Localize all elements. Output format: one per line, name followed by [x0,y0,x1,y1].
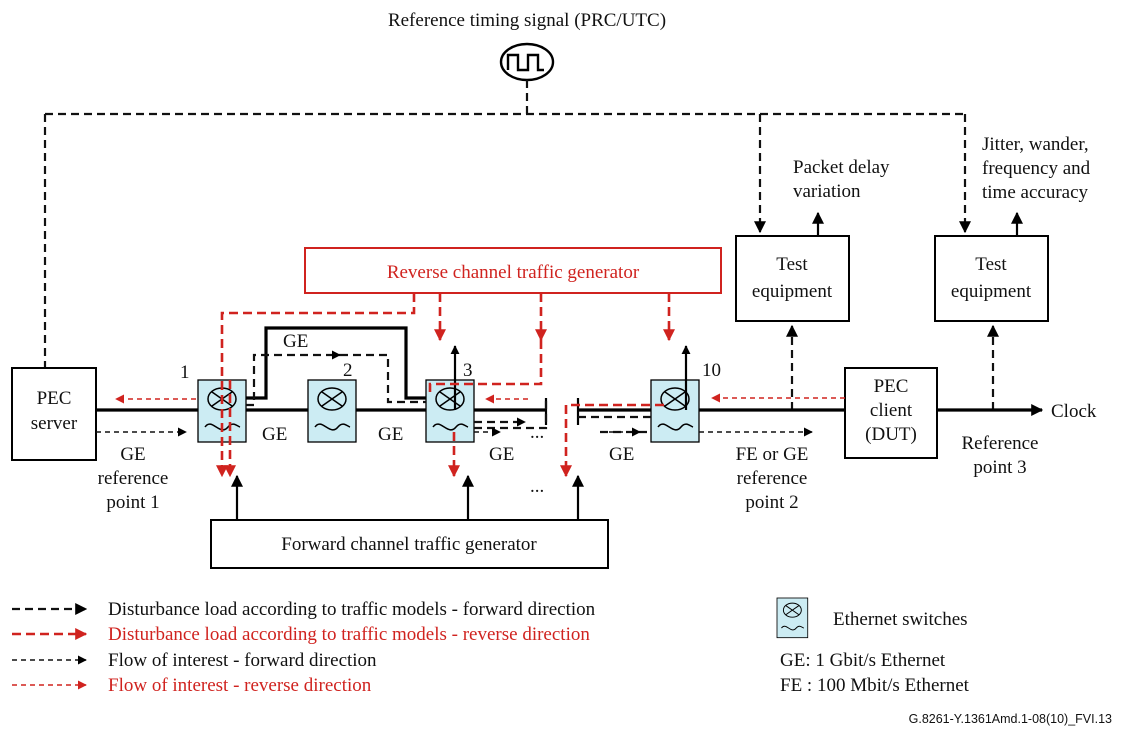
ethernet-switch-10 [650,379,700,443]
pdv-label-1: Packet delay [793,157,890,178]
reference-point-1-label-2: point 1 [106,492,159,513]
jitter-label-1: Jitter, wander, [982,134,1089,155]
reverse-disturbance-left [216,293,416,478]
link-label-ge-top: GE [283,331,308,352]
test-equipment-1-label-1: Test [776,254,808,275]
forward-disturbance-sw3-b [474,398,548,430]
link-label-ge-1: GE [262,424,287,445]
pec-client-box: PEC client (DUT) [844,367,938,459]
timing-signal-icon [499,42,555,82]
pec-client-label-1: PEC [874,376,909,397]
legend-label-reverse-disturbance: Disturbance load according to traffic mo… [108,624,590,645]
pec-client-label-3: (DUT) [865,424,917,445]
link-label-ge-3: GE [489,444,514,465]
reference-point-2-label-1: FE or GE [736,444,809,465]
test-equipment-1-label-2: equipment [752,281,833,302]
ellipsis-1: ... [530,422,544,443]
figure-id: G.8261-Y.1361Amd.1-08(10)_FVI.13 [909,712,1112,726]
forward-generator-label: Forward channel traffic generator [281,534,537,555]
legend-label-reverse-interest: Flow of interest - reverse direction [108,675,372,696]
switch-number-1: 1 [180,362,190,383]
forward-generator-box: Forward channel traffic generator [210,519,609,569]
jitter-label-2: frequency and [982,158,1091,179]
legend-ge-definition: GE: 1 Gbit/s Ethernet [780,650,946,671]
reference-signal-label: Reference timing signal (PRC/UTC) [388,10,666,31]
reverse-generator-box: Reverse channel traffic generator [304,247,722,294]
legend: Disturbance load according to traffic mo… [12,597,970,696]
reference-point-3-label-2: point 3 [973,457,1026,478]
switch-number-2: 2 [343,360,353,381]
ellipsis-2: ... [530,476,544,497]
test-equipment-2-label-2: equipment [951,281,1032,302]
reverse-disturbance-sw10-out [560,403,664,478]
test-equipment-2-label-1: Test [975,254,1007,275]
switch-number-3: 3 [463,360,473,381]
pdv-label-2: variation [793,181,861,202]
legend-label-forward-interest: Flow of interest - forward direction [108,650,377,671]
switch-number-10: 10 [702,360,721,381]
pec-server-label-1: PEC [37,388,72,409]
pec-server-label-2: server [31,413,78,434]
link-label-ge-2: GE [378,424,403,445]
reverse-generator-label: Reverse channel traffic generator [387,262,640,283]
reverse-disturbance-mid-2 [428,340,543,395]
reference-point-2-label-3: point 2 [745,492,798,513]
ethernet-switch-3 [425,379,475,443]
disturbance-bypass [246,326,426,400]
reference-point-1-label-1: reference [98,468,169,489]
test-equipment-1-box: Test equipment [735,235,850,322]
clock-label: Clock [1051,401,1097,422]
reference-point-3-label-1: Reference [962,433,1039,454]
legend-fe-definition: FE : 100 Mbit/s Ethernet [780,675,970,696]
pec-client-label-2: client [870,400,913,421]
reference-point-1-ge: GE [120,444,145,465]
link-label-ge-4: GE [609,444,634,465]
ethernet-switch-2 [307,379,357,443]
forward-disturbance-top-2 [340,353,426,404]
forward-disturbance-top [246,350,341,407]
pec-server-box: PEC server [11,367,97,461]
legend-label-forward-disturbance: Disturbance load according to traffic mo… [108,599,596,620]
jitter-label-3: time accuracy [982,182,1089,203]
legend-switch-icon [776,597,809,639]
test-equipment-2-box: Test equipment [934,235,1049,322]
reference-point-2-label-2: reference [737,468,808,489]
legend-switch-label: Ethernet switches [833,609,968,630]
